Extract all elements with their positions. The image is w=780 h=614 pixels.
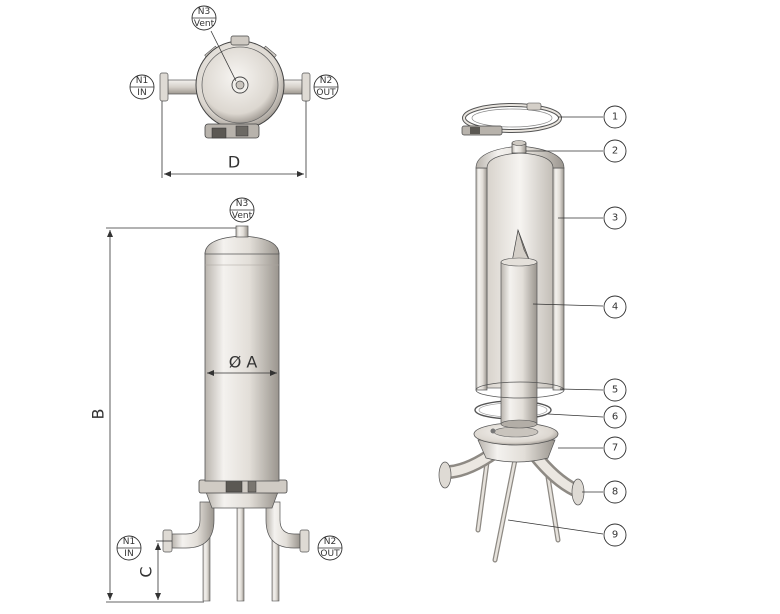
callout-1: 1	[603, 105, 627, 129]
top-view	[159, 30, 311, 139]
top-clamp-hinge	[230, 35, 250, 46]
side-label-n3: N3 Vent	[229, 197, 255, 223]
side-n3-name: Vent	[232, 211, 253, 221]
callout-7: 7	[603, 436, 627, 460]
callout-9-text: 9	[612, 530, 618, 541]
side-n1-name: IN	[124, 549, 133, 559]
callout-6: 6	[603, 405, 627, 429]
callout-1-text: 1	[612, 112, 618, 123]
side-n2-code: N2	[324, 537, 336, 547]
top-label-n2: N2 OUT	[313, 74, 339, 100]
side-shell	[204, 252, 280, 482]
callout-2-text: 2	[612, 146, 618, 157]
dim-b-label: B	[89, 409, 108, 420]
side-outlet-flange	[299, 529, 310, 553]
top-n2-code: N2	[320, 76, 332, 86]
callout-5: 5	[603, 378, 627, 402]
side-outlet-pipe	[265, 501, 301, 549]
callout-4-text: 4	[612, 302, 618, 313]
callout-8-text: 8	[612, 487, 618, 498]
side-bottom-head	[205, 491, 279, 509]
callout-7-text: 7	[612, 443, 618, 454]
dimension-d: D	[161, 101, 307, 178]
exp-clamp-handle	[461, 125, 503, 136]
side-n3-code: N3	[236, 199, 248, 209]
side-view	[162, 225, 310, 602]
side-label-n1: N1 IN	[116, 535, 142, 561]
top-n1-code: N1	[136, 76, 148, 86]
top-n1-flange	[159, 72, 169, 102]
top-n2-name: OUT	[316, 88, 336, 98]
side-n2-name: OUT	[320, 549, 340, 559]
callout-5-text: 5	[612, 385, 618, 396]
top-label-n1: N1 IN	[129, 74, 155, 100]
side-n1-code: N1	[123, 537, 135, 547]
top-n3-name: Vent	[194, 19, 215, 29]
callout-3: 3	[603, 206, 627, 230]
callout-3-text: 3	[612, 213, 618, 224]
top-n1-name: IN	[137, 88, 146, 98]
side-dome	[204, 235, 280, 255]
callout-8: 8	[603, 480, 627, 504]
callout-6-text: 6	[612, 412, 618, 423]
exp-bottom-head	[477, 439, 556, 463]
callouts	[507, 116, 604, 535]
top-n3-code: N3	[198, 7, 210, 17]
dim-d-label: D	[228, 153, 240, 172]
exp-shell-dome	[475, 145, 565, 169]
callout-9: 9	[603, 523, 627, 547]
top-label-n3: N3 Vent	[191, 5, 217, 31]
callout-2: 2	[603, 139, 627, 163]
dimension-b	[106, 227, 236, 603]
side-vent-stub	[235, 225, 249, 238]
dimension-c	[155, 540, 172, 600]
dim-a-label: Ø A	[229, 353, 258, 372]
callout-4: 4	[603, 295, 627, 319]
side-label-n2: N2 OUT	[317, 535, 343, 561]
exploded-view	[438, 102, 585, 563]
top-n2-flange	[301, 72, 311, 102]
exp-cartridge	[500, 261, 538, 425]
dim-c-label: C	[137, 566, 156, 577]
side-clamp	[198, 479, 288, 494]
